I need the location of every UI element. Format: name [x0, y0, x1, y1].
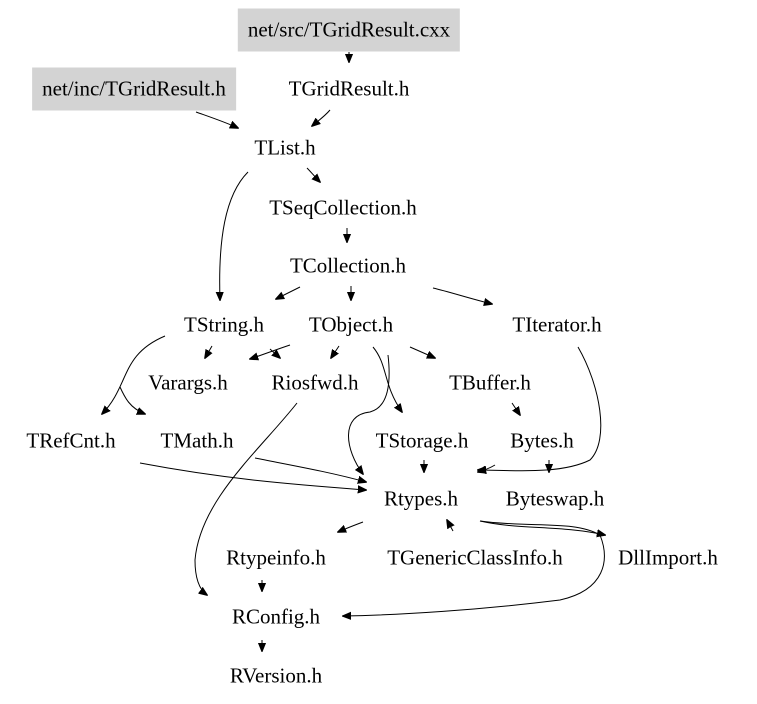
- edge-tobject-to-varargs: [250, 344, 291, 359]
- edge-tobject-to-riosfwd: [331, 345, 340, 358]
- node-rversion-h[interactable]: RVersion.h: [229, 663, 323, 688]
- node-net-src-tgridresult-cxx[interactable]: net/src/TGridResult.cxx: [237, 8, 461, 52]
- edge-tstring-to-riosfwd: [269, 348, 280, 358]
- node-tcollection-h[interactable]: TCollection.h: [289, 253, 407, 278]
- node-tobject-h[interactable]: TObject.h: [308, 312, 394, 337]
- edge-riosfwd-to-rconfig: [194, 402, 298, 595]
- edge-tobject-to-rtypes: [348, 354, 390, 474]
- node-tstorage-h[interactable]: TStorage.h: [375, 428, 469, 453]
- edge-tcollection-to-titerator: [432, 287, 492, 304]
- edge-tstring-to-varargs: [205, 345, 212, 358]
- edge-titerator-to-rtypes: [478, 346, 602, 471]
- edge-rtypes-to-tgenericclassinfo: [447, 520, 453, 532]
- edge-bytes-to-rtypes: [478, 464, 496, 472]
- node-rtypeinfo-h[interactable]: Rtypeinfo.h: [226, 545, 326, 570]
- edge-rtypes-to-rtypeinfo: [338, 521, 364, 532]
- node-trefcnt-h[interactable]: TRefCnt.h: [26, 428, 116, 453]
- node-tgenericclassinfo-h[interactable]: TGenericClassInfo.h: [387, 545, 563, 570]
- node-tstring-h[interactable]: TString.h: [184, 312, 264, 337]
- edge-tobject-to-tstorage: [372, 346, 402, 412]
- edge-tlist-to-tseqcollection: [306, 167, 320, 182]
- edge-rtypes-to-rconfig: [343, 520, 605, 616]
- node-byteswap-h[interactable]: Byteswap.h: [505, 486, 605, 511]
- node-bytes-h[interactable]: Bytes.h: [510, 428, 574, 453]
- node-riosfwd-h[interactable]: Riosfwd.h: [271, 370, 359, 395]
- node-tmath-h[interactable]: TMath.h: [160, 428, 234, 453]
- edge-tmath-to-rtypes: [254, 457, 366, 482]
- node-net-inc-tgridresult-h[interactable]: net/inc/TGridResult.h: [32, 67, 236, 111]
- edge-tcollection-to-tstring: [276, 286, 301, 299]
- edge-inc_h-to-tlist: [195, 111, 238, 128]
- node-rconfig-h[interactable]: RConfig.h: [231, 604, 321, 629]
- edge-trefcnt-to-rtypes: [139, 462, 366, 490]
- edge-tlist-to-tstring: [220, 171, 249, 300]
- edge-tstring-to-tmath: [119, 386, 145, 414]
- edge-tobject-to-tbuffer: [409, 346, 435, 358]
- node-dllimport-h[interactable]: DllImport.h: [618, 545, 718, 570]
- edge-tbuffer-to-bytes: [511, 402, 520, 415]
- edge-rtypes-to-dllimport: [479, 520, 605, 535]
- node-tbuffer-h[interactable]: TBuffer.h: [449, 370, 531, 395]
- node-titerator-h[interactable]: TIterator.h: [512, 312, 602, 337]
- node-tgridresult-h[interactable]: TGridResult.h: [288, 76, 410, 101]
- node-varargs-h[interactable]: Varargs.h: [148, 370, 228, 395]
- edge-tgridresult-to-tlist: [312, 109, 331, 126]
- node-tseqcollection-h[interactable]: TSeqCollection.h: [269, 195, 417, 220]
- edge-tstring-to-trefcnt: [102, 335, 166, 414]
- node-tlist-h[interactable]: TList.h: [254, 135, 316, 160]
- node-rtypes-h[interactable]: Rtypes.h: [383, 486, 459, 511]
